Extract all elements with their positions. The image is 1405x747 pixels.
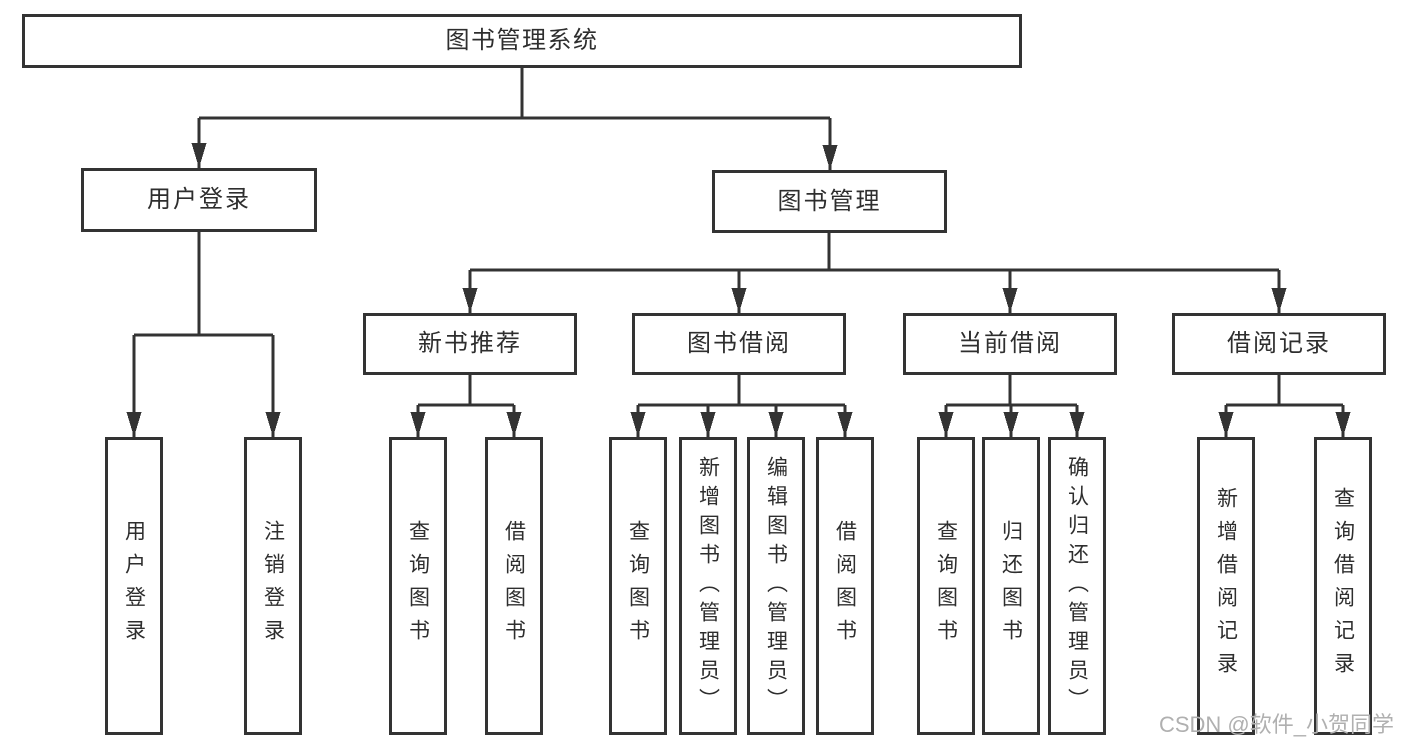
leaf-borrow-book: 借阅图书 xyxy=(816,437,874,735)
leaf-borrow-query-book: 查询图书 xyxy=(609,437,667,735)
node-new-book-recommend: 新书推荐 xyxy=(363,313,577,375)
leaf-add-book-admin-label: 新增图书（管理员） xyxy=(696,455,720,717)
leaf-add-borrow-record-label: 新增借阅记录 xyxy=(1214,487,1238,685)
leaf-current-query-book-label: 查询图书 xyxy=(934,520,958,652)
leaf-recommend-borrow-book: 借阅图书 xyxy=(485,437,543,735)
leaf-return-book: 归还图书 xyxy=(982,437,1040,735)
leaf-add-borrow-record: 新增借阅记录 xyxy=(1197,437,1255,735)
watermark-text: CSDN @软件_小贺同学 xyxy=(1158,712,1394,737)
leaf-logout: 注销登录 xyxy=(244,437,302,735)
leaf-recommend-query-book: 查询图书 xyxy=(389,437,447,735)
leaf-confirm-return-admin: 确认归还（管理员） xyxy=(1048,437,1106,735)
leaf-user-login-label: 用户登录 xyxy=(122,520,146,652)
leaf-logout-label: 注销登录 xyxy=(261,520,285,652)
leaf-borrow-book-label: 借阅图书 xyxy=(833,520,857,652)
node-user-login: 用户登录 xyxy=(81,168,317,232)
node-user-login-label: 用户登录 xyxy=(147,186,251,213)
leaf-borrow-query-book-label: 查询图书 xyxy=(626,520,650,652)
node-book-borrowing: 图书借阅 xyxy=(632,313,846,375)
node-current-borrowing-label: 当前借阅 xyxy=(958,330,1062,357)
node-library-system-label: 图书管理系统 xyxy=(445,27,599,54)
leaf-query-borrow-record-label: 查询借阅记录 xyxy=(1331,487,1355,685)
leaf-return-book-label: 归还图书 xyxy=(999,520,1023,652)
leaf-recommend-borrow-book-label: 借阅图书 xyxy=(502,520,526,652)
leaf-edit-book-admin: 编辑图书（管理员） xyxy=(747,437,805,735)
leaf-query-borrow-record: 查询借阅记录 xyxy=(1314,437,1372,735)
leaf-add-book-admin: 新增图书（管理员） xyxy=(679,437,737,735)
leaf-confirm-return-admin-label: 确认归还（管理员） xyxy=(1065,455,1089,717)
leaf-user-login: 用户登录 xyxy=(105,437,163,735)
node-book-management: 图书管理 xyxy=(712,170,947,233)
node-book-management-label: 图书管理 xyxy=(777,187,882,215)
node-borrowing-records: 借阅记录 xyxy=(1172,313,1386,375)
node-library-system: 图书管理系统 xyxy=(22,14,1022,68)
leaf-edit-book-admin-label: 编辑图书（管理员） xyxy=(764,455,788,717)
node-book-borrowing-label: 图书借阅 xyxy=(687,330,791,357)
node-new-book-recommend-label: 新书推荐 xyxy=(418,330,522,357)
leaf-current-query-book: 查询图书 xyxy=(917,437,975,735)
node-borrowing-records-label: 借阅记录 xyxy=(1227,330,1331,357)
node-current-borrowing: 当前借阅 xyxy=(903,313,1117,375)
leaf-recommend-query-book-label: 查询图书 xyxy=(406,520,430,652)
